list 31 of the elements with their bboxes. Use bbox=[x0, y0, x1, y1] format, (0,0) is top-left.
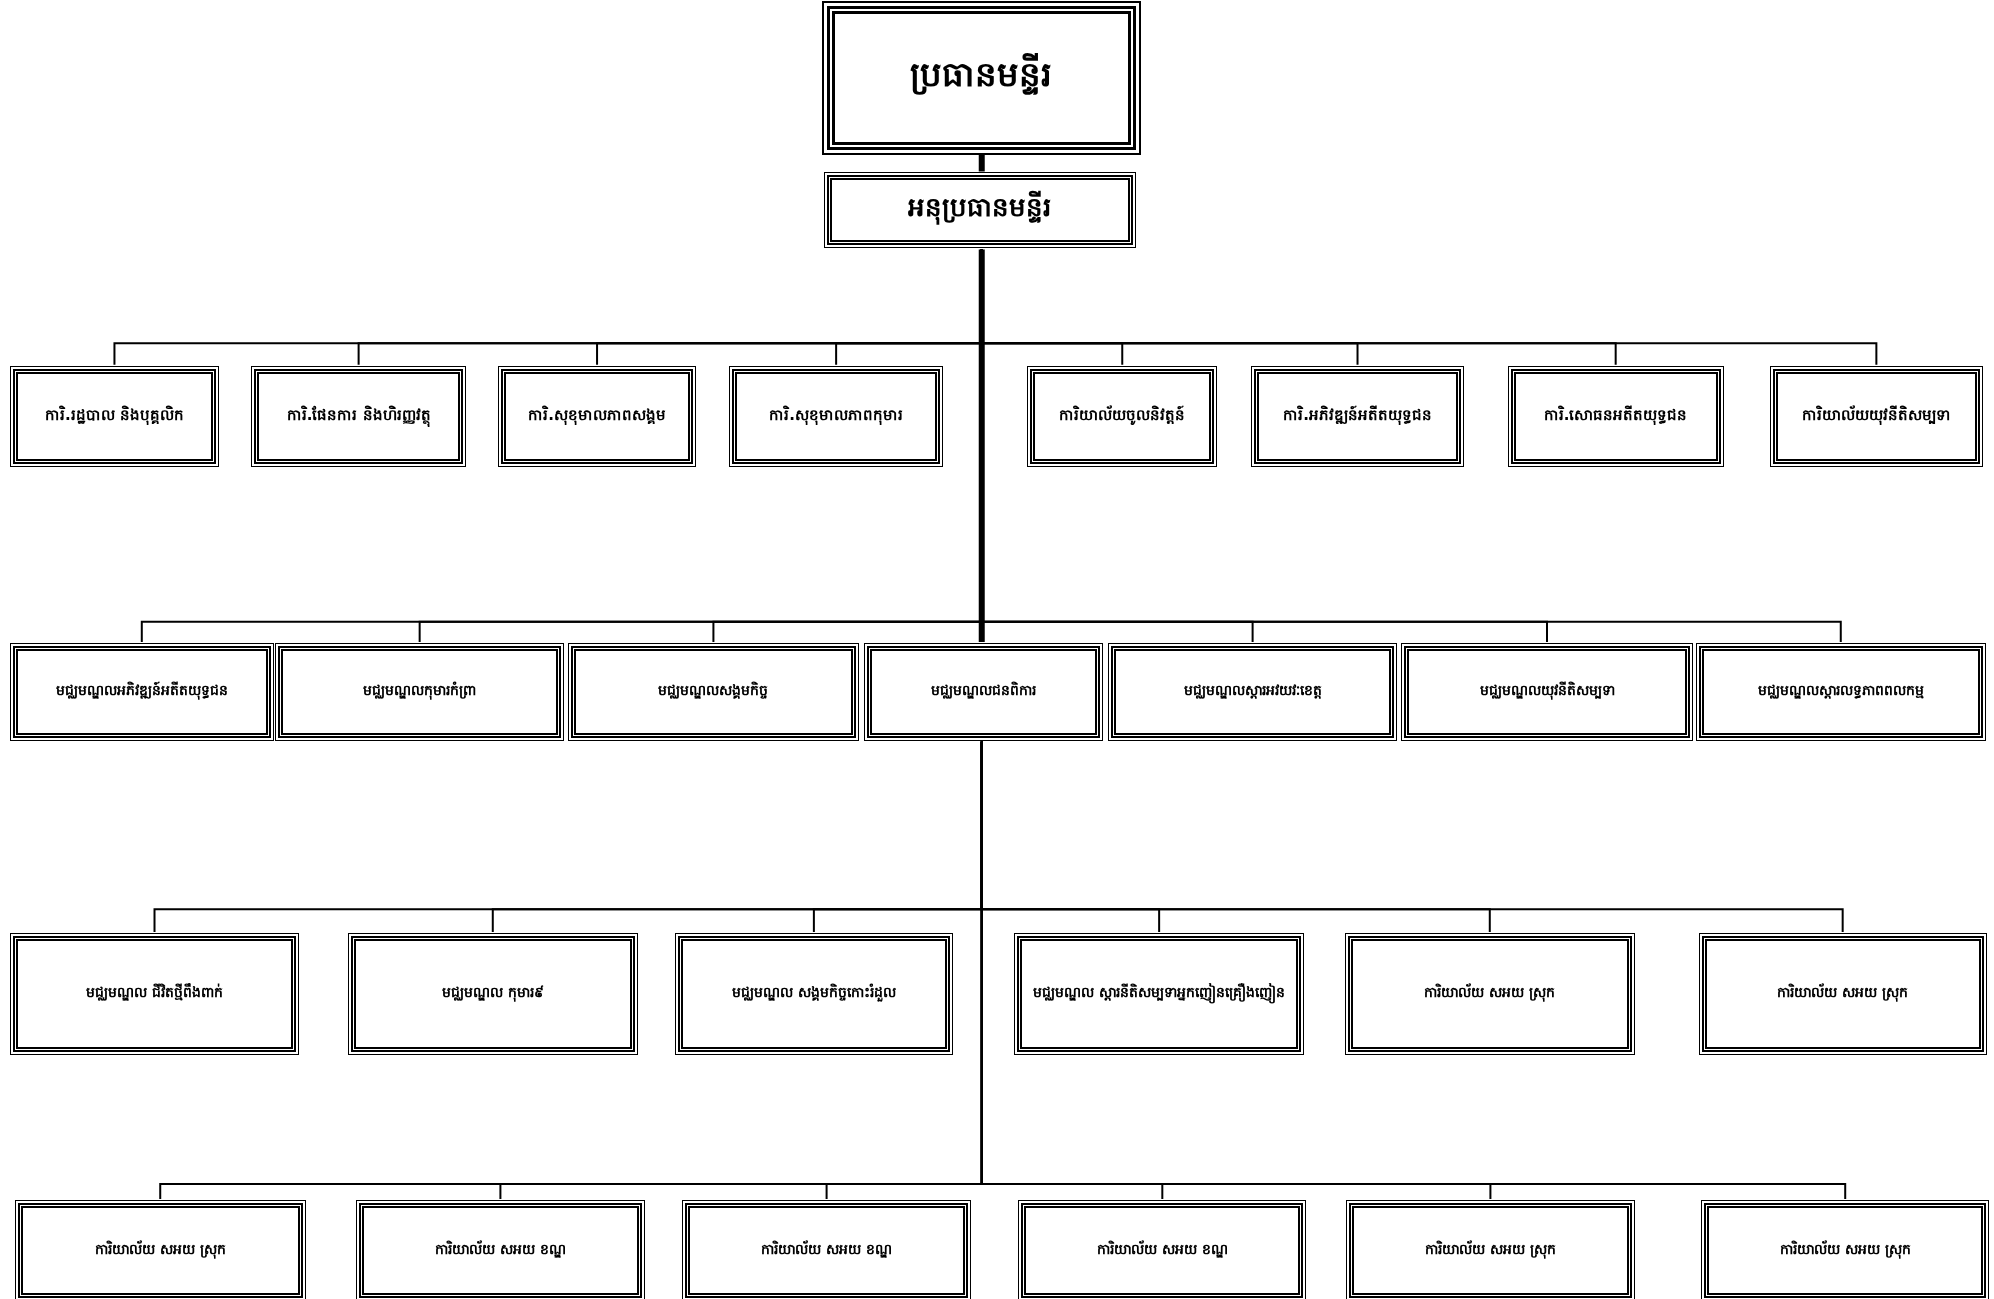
unit-box: មជ្ឈមណ្ឌលស្តារអវយវៈខេត្ត bbox=[1111, 646, 1394, 738]
unit-box: ការិយាល័យ សអយ ខណ្ឌ bbox=[685, 1203, 968, 1299]
unit-box: មជ្ឈមណ្ឌល សង្គមកិច្ចកោះរំដួល bbox=[677, 935, 950, 1052]
unit-box: ការិយាល័យ សអយ ស្រុក bbox=[1704, 1203, 1987, 1299]
connector-line bbox=[980, 248, 1842, 643]
unit-box: មជ្ឈមណ្ឌលយុវនីតិសម្បទា bbox=[1403, 646, 1691, 738]
unit-box: ការិយាល័យ សអយ ខណ្ឌ bbox=[1021, 1203, 1304, 1299]
unit-box: អនុប្រធានមន្ទីរ bbox=[826, 175, 1134, 246]
unit-box: ការិយាល័យយុវនីតិសម្បទា bbox=[1772, 368, 1980, 465]
unit-box: មជ្ឈមណ្ឌល ជីវិតថ្មីពឹងពាក់ bbox=[12, 935, 297, 1052]
unit-box: ការិយាល័យ សអយ ស្រុក bbox=[1349, 1203, 1632, 1299]
connector-line bbox=[978, 154, 985, 172]
unit-box: មជ្ឈមណ្ឌល កុមារ៩ bbox=[351, 935, 635, 1052]
unit-box: ការិ.សោធនអតីតយុទ្ធជន bbox=[1510, 368, 1721, 465]
connector-line bbox=[980, 740, 1847, 1200]
unit-box: មជ្ឈមណ្ឌលស្តារលទ្ធភាពពលកម្ម bbox=[1698, 646, 1983, 738]
unit-box: ការិ.រដ្ឋបាល និងបុគ្គលិក bbox=[12, 368, 217, 465]
unit-box: ការិ.ផែនការ និងហិរញ្ញវត្ថុ bbox=[254, 368, 463, 465]
unit-box: មជ្ឈមណ្ឌល ស្តារនីតិសម្បទាអ្នកញៀនគ្រឿងញៀន bbox=[1017, 935, 1301, 1052]
unit-box: ការិយាល័យ សអយ ស្រុក bbox=[17, 1203, 303, 1299]
unit-box: មជ្ឈមណ្ឌលជនពិការ bbox=[867, 646, 1100, 738]
unit-box: ការិយាល័យ សអយ ស្រុក bbox=[1701, 935, 1984, 1052]
unit-box: មជ្ឈមណ្ឌលអភិវឌ្ឍន៍អតីតយុទ្ធជន bbox=[12, 646, 271, 738]
unit-box: ការិយាល័យ សអយ ខណ្ឌ bbox=[358, 1203, 643, 1299]
unit-box: មជ្ឈមណ្ឌលកុមារកំព្រា bbox=[278, 646, 561, 738]
unit-box: មជ្ឈមណ្ឌលសង្គមកិច្ច bbox=[571, 646, 856, 738]
unit-box: ការិ.អភិវឌ្ឍន៍អតីតយុទ្ធជន bbox=[1253, 368, 1462, 465]
unit-box: ការិយាល័យចូលនិវត្តន៍ bbox=[1030, 368, 1215, 465]
unit-box: ការិ.សុខុមាលភាពកុមារ bbox=[732, 368, 940, 465]
unit-box: ការិយាល័យ សអយ ស្រុក bbox=[1348, 935, 1632, 1052]
unit-box: ការិ.សុខុមាលភាពសង្គម bbox=[501, 368, 694, 465]
